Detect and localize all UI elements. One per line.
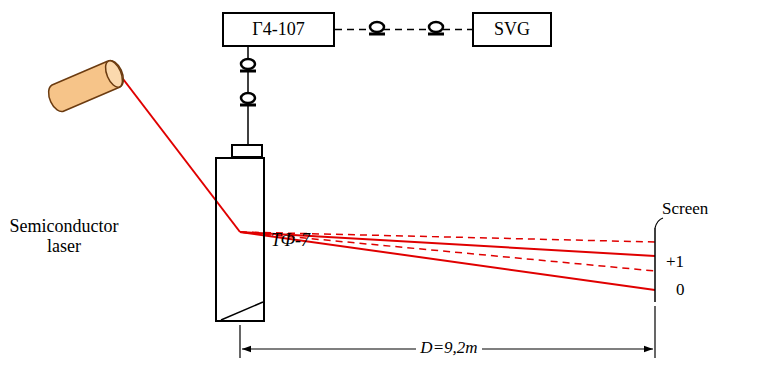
node-label: Semiconductor laser [0,217,128,257]
node-label: SVG [494,20,530,40]
cable-connector [240,59,256,105]
node-label: Г4-107 [252,20,304,40]
transducer-cap [232,145,262,157]
semiconductor-laser: Semiconductor laser [40,55,130,117]
crystal-end-face [221,302,263,320]
screen-line [654,228,656,302]
leader-line [655,218,663,228]
generator-box: Г4-107 [222,12,335,47]
order-label: 0 [676,281,685,300]
cable-connector [369,22,444,34]
cable [335,29,472,31]
acousto-optic-cell: ТФ-7 [215,157,265,322]
screen-label: Screen [662,200,708,219]
generator-box: SVG [472,12,552,47]
laser-aperture [102,58,126,89]
laser-body [40,55,130,117]
order-label: +1 [666,253,684,272]
dimension-label: D=9,2m [416,339,481,358]
node-label: ТФ-7 [271,231,310,251]
laser-beam [120,75,655,290]
dimension-line [240,306,655,358]
